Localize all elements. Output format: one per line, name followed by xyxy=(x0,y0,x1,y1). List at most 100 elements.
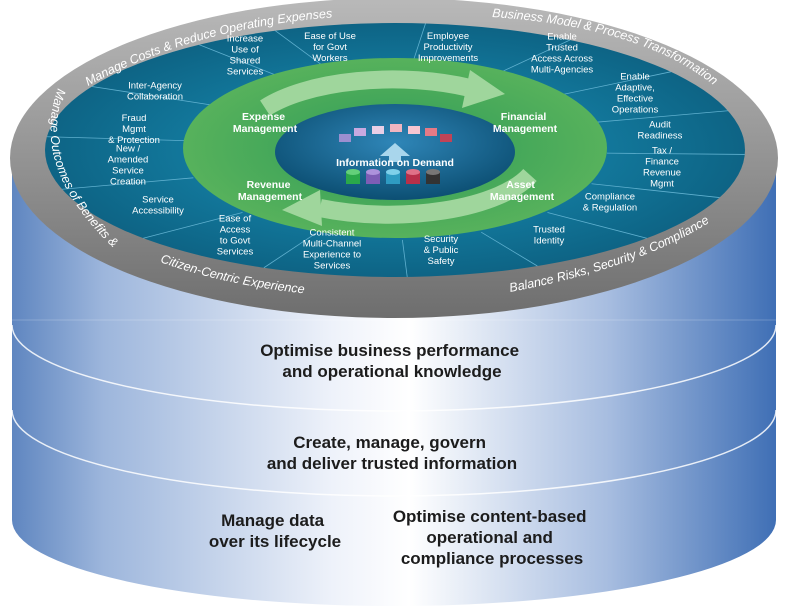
segment-label-line: Workers xyxy=(312,53,347,64)
segment-label-line: Service xyxy=(112,166,144,177)
segment-label-line: Multi-Channel xyxy=(303,239,362,250)
segment-label-line: Operations xyxy=(612,105,659,116)
core-revenue-line: Revenue xyxy=(247,179,291,191)
segment-label-line: Mgmt xyxy=(650,179,674,190)
segment-divider xyxy=(143,212,243,239)
segment-divider xyxy=(402,239,408,277)
layer-bottom-left-text: Manage data over its lifecycle xyxy=(209,511,341,551)
center-title: Information on Demand xyxy=(336,157,454,169)
segment-label-line: New / xyxy=(116,144,141,155)
segment-divider xyxy=(199,44,277,76)
core-expense: Expense Management xyxy=(233,111,298,135)
segment-label-line: Amended xyxy=(108,155,149,166)
layer-middle-line: and deliver trusted information xyxy=(267,454,517,473)
segment-label-line: Experience to xyxy=(303,250,361,261)
segment-label-line: Trusted xyxy=(533,225,565,236)
segment-label-line: Security xyxy=(424,234,459,245)
core-expense-line: Expense xyxy=(242,111,285,123)
layer-top-text: Optimise business performance and operat… xyxy=(260,341,524,381)
segment-label-line: & Protection xyxy=(108,135,160,146)
arrow-head-top xyxy=(462,70,505,108)
segment-label-line: Improvements xyxy=(418,53,478,64)
core-asset-line: Asset xyxy=(506,179,535,191)
layer-bottom-left-line: over its lifecycle xyxy=(209,532,341,551)
segment-label-line: Productivity xyxy=(423,42,472,53)
segment-divider xyxy=(413,23,426,61)
segment-label-line: Audit xyxy=(649,120,671,131)
segment-label-line: Effective xyxy=(617,94,653,105)
segment-label: Compliance& Regulation xyxy=(583,192,637,214)
segment-dividers xyxy=(46,23,745,277)
segment-label-line: Ease of Use xyxy=(304,31,356,42)
cycle-arrows xyxy=(260,70,537,224)
layer-top-line: and operational knowledge xyxy=(282,362,501,381)
segment-label-line: Adaptive, xyxy=(615,83,655,94)
segment-label-line: Enable xyxy=(620,72,650,83)
segment-label-line: Trusted xyxy=(546,43,578,54)
arrow-head-bottom xyxy=(282,190,322,226)
segment-label-line: Creation xyxy=(110,177,146,188)
segment-label-line: Access Across xyxy=(531,54,593,65)
layer-middle-line: Create, manage, govern xyxy=(293,433,486,452)
segment-label-line: Increase xyxy=(227,34,263,45)
core-asset-line: Management xyxy=(490,191,555,203)
segment-label-line: Consistent xyxy=(310,228,355,239)
segment-label-line: Safety xyxy=(428,256,455,267)
segment-divider xyxy=(481,231,538,267)
segment-divider xyxy=(62,177,194,190)
segment-label-line: Mgmt xyxy=(122,124,146,135)
core-revenue: Revenue Management xyxy=(238,179,303,203)
segment-label-line: Use of xyxy=(231,45,259,56)
segment-label-line: Access xyxy=(220,225,251,236)
layer-bottom-right-line: operational and xyxy=(426,528,553,547)
segment-label-line: Collaboration xyxy=(127,92,183,103)
data-blocks xyxy=(339,124,452,142)
segment-label-line: Shared xyxy=(230,56,261,67)
core-expense-line: Management xyxy=(233,123,298,135)
core-asset: Asset Management xyxy=(490,179,555,203)
segment-label-line: Services xyxy=(227,67,264,78)
segment-label-line: Fraud xyxy=(122,113,147,124)
segment-label-line: Service xyxy=(142,195,174,206)
segment-label-line: Multi-Agencies xyxy=(531,65,594,76)
segment-label-line: Identity xyxy=(534,236,565,247)
layer-bottom-right-line: compliance processes xyxy=(401,549,583,568)
segment-divider xyxy=(500,39,571,73)
segment-divider xyxy=(46,136,185,141)
layer-middle-text: Create, manage, govern and deliver trust… xyxy=(267,433,517,473)
segment-label-line: Enable xyxy=(547,32,577,43)
segment-label-line: & Public xyxy=(424,245,459,256)
core-financial-line: Financial xyxy=(501,111,547,123)
core-revenue-line: Management xyxy=(238,191,303,203)
layer-top-line: Optimise business performance xyxy=(260,341,519,360)
core-financial: Financial Management xyxy=(493,111,558,135)
segment-label-line: Finance xyxy=(645,157,679,168)
segment-divider xyxy=(591,183,720,198)
segment-divider xyxy=(263,233,316,269)
layer-bottom-left-line: Manage data xyxy=(221,511,325,530)
segment-label-line: Inter-Agency xyxy=(128,81,182,92)
database-icons xyxy=(346,169,440,184)
segment-label-line: Ease of xyxy=(219,214,252,225)
segment-label-line: for Govt xyxy=(313,42,347,53)
segment-label-line: Readiness xyxy=(638,131,683,142)
segment-divider xyxy=(275,30,323,66)
up-arrow-icon xyxy=(380,143,410,162)
segment-label-line: Services xyxy=(217,247,254,258)
segment-label-line: Compliance xyxy=(585,192,635,203)
